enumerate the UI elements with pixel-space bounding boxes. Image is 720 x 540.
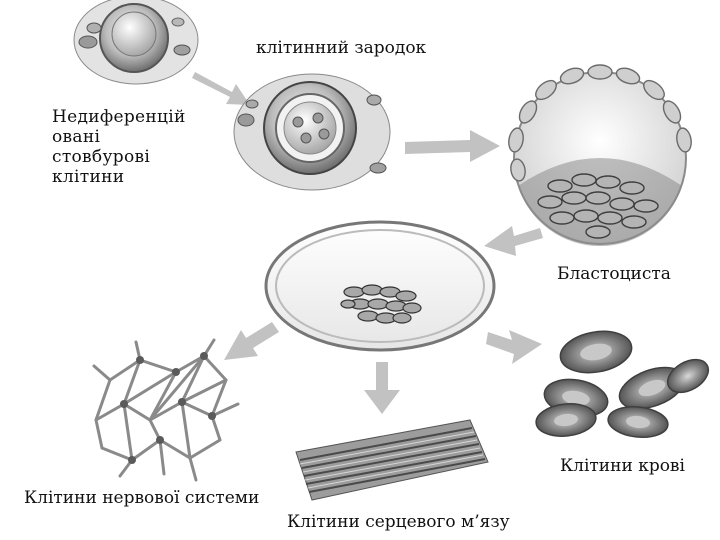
arrow-blastocyst-to-dish	[484, 226, 543, 256]
petri-dish-illustration	[264, 220, 496, 352]
heart-muscle-illustration	[295, 419, 489, 501]
blood-cells-illustration	[535, 330, 710, 438]
embryo-illustration	[233, 73, 391, 191]
arrow-dish-to-blood	[486, 330, 542, 364]
nerve-cells-illustration	[92, 338, 240, 482]
egg-cell-illustration	[73, 0, 199, 85]
label-embryo: клітинний зародок	[256, 38, 427, 58]
blastocyst-illustration	[508, 64, 692, 247]
label-heart-muscle-cells: Клітини серцевого м’язу	[287, 512, 510, 532]
label-blood-cells: Клітини крові	[560, 456, 685, 476]
label-blastocyst: Бластоциста	[557, 264, 671, 284]
arrow-embryo-to-blastocyst	[405, 130, 500, 162]
label-undifferentiated-stem-cells: Недиференцій овані стовбурові клітини	[52, 107, 186, 187]
arrow-egg-to-embryo	[192, 72, 250, 105]
arrow-dish-to-heart	[364, 362, 400, 414]
label-nerve-cells: Клітини нервової системи	[24, 488, 260, 508]
arrow-dish-to-nerve	[224, 322, 279, 360]
